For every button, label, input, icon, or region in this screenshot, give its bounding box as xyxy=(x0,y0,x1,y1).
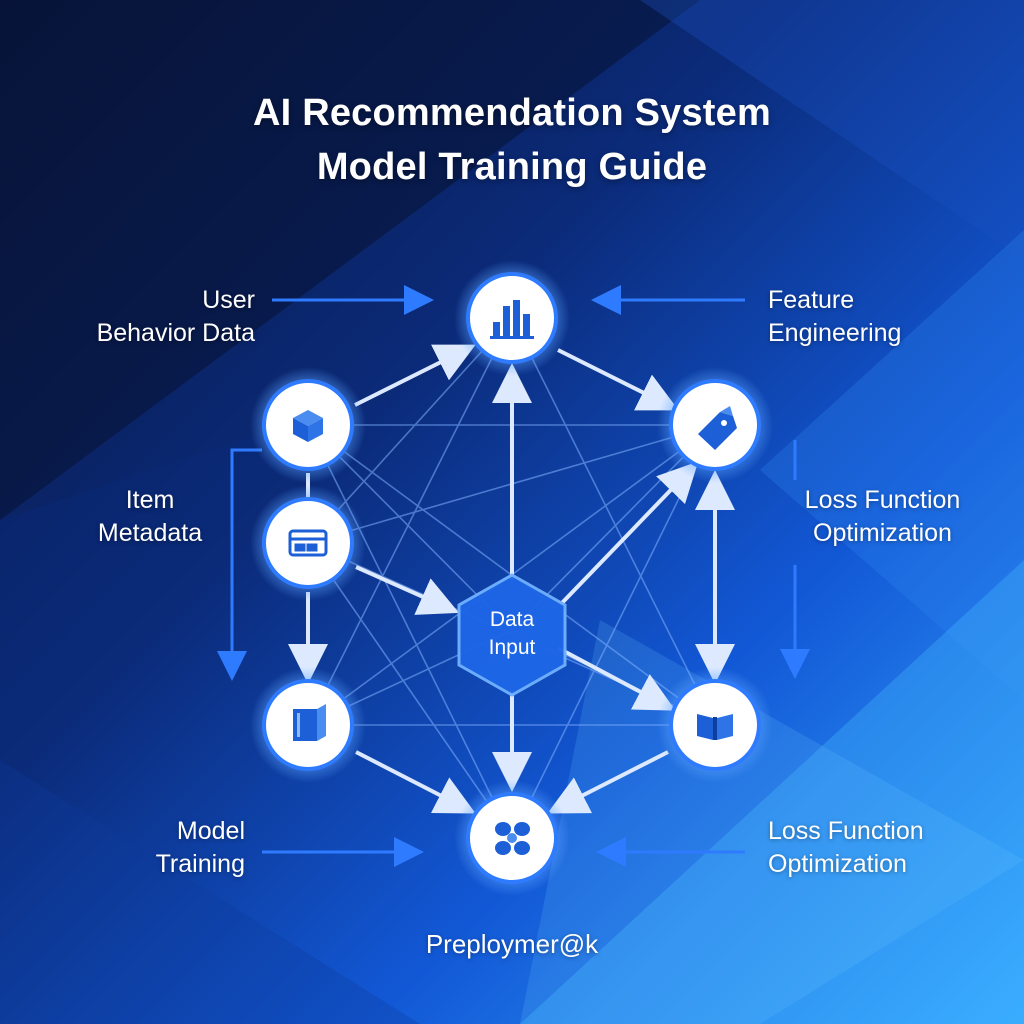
node-upper-right xyxy=(657,367,773,483)
book-icon xyxy=(293,704,326,741)
cube-icon xyxy=(293,410,323,442)
tag-icon xyxy=(698,406,737,450)
label-item-metadata: Item Metadata xyxy=(97,486,203,547)
card-icon xyxy=(288,529,328,557)
data-input-node: Data Input xyxy=(457,573,567,697)
label-user-behavior-data: User Behavior Data xyxy=(96,286,255,347)
cluster-icon xyxy=(495,822,530,855)
node-lower-right xyxy=(657,667,773,783)
external-arrows xyxy=(217,285,810,867)
label-loss-function-optimization-top: Loss Function Optimization xyxy=(804,486,961,547)
label-deployment: Preploymer@k xyxy=(425,929,599,959)
title-line-2: Model Training Guide xyxy=(316,146,708,188)
title-line-1: AI Recommendation System xyxy=(253,92,771,134)
label-loss-function-optimization-bottom: Loss Function Optimization xyxy=(768,817,924,878)
flow-arrows xyxy=(288,344,735,814)
node-lower-left xyxy=(250,667,366,783)
node-upper-left xyxy=(250,367,366,483)
page-title: AI Recommendation System Model Training … xyxy=(112,86,912,194)
bar-chart-icon xyxy=(490,300,534,339)
node-bottom xyxy=(454,780,570,896)
node-top xyxy=(454,260,570,376)
data-input-line-2: Input xyxy=(489,636,536,659)
open-book-icon xyxy=(697,714,733,740)
data-input-line-1: Data xyxy=(490,608,535,631)
label-model-training: Model Training xyxy=(155,817,245,878)
label-feature-engineering: Feature Engineering xyxy=(768,286,902,347)
node-middle-left xyxy=(250,485,366,601)
